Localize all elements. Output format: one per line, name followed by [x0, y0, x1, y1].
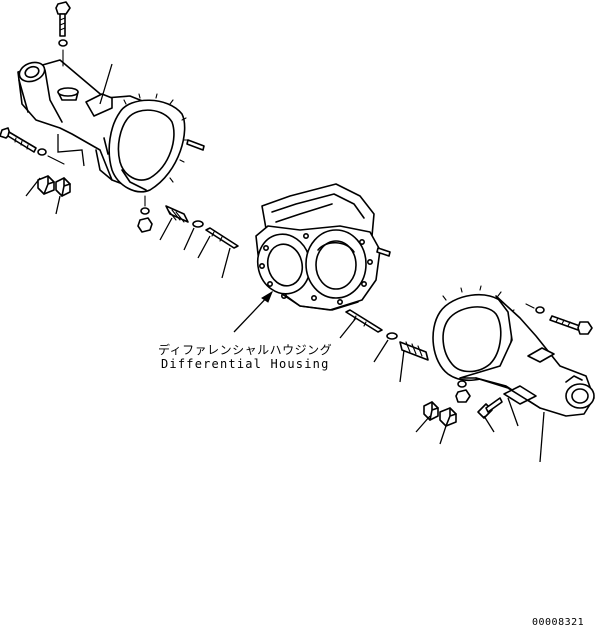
drain-washer — [140, 207, 150, 215]
right-axle-housing — [432, 285, 595, 417]
drawing-code: 00008321 — [532, 617, 585, 628]
right-bolt-axis — [525, 303, 535, 309]
right-drain-plug — [455, 389, 471, 403]
left-valve — [165, 205, 189, 223]
part-name-japanese: ディファレンシャルハウジング — [158, 343, 333, 357]
top-bolt — [55, 1, 71, 37]
differential-housing — [255, 183, 391, 311]
right-o-ring — [386, 332, 398, 340]
callout-arrowhead — [261, 290, 274, 303]
left-bracket-line — [57, 134, 85, 167]
left-bolt — [0, 127, 37, 153]
right-bolt-washer — [535, 306, 545, 314]
right-nut — [423, 401, 439, 421]
right-bolt — [549, 315, 593, 335]
right-valve — [399, 341, 429, 361]
right-leaders — [339, 317, 545, 463]
plate-screw — [477, 397, 503, 419]
left-rod — [205, 227, 239, 249]
right-drain-washer — [457, 380, 467, 388]
right-plug — [439, 407, 457, 427]
left-nut — [55, 177, 71, 197]
right-rod — [345, 309, 383, 333]
left-bolt-washer — [37, 148, 47, 156]
flange-pin — [186, 139, 205, 151]
top-washer — [58, 39, 68, 47]
part-name-english: Differential Housing — [161, 357, 330, 371]
left-bolt-axis — [47, 155, 65, 165]
drain-plug — [137, 217, 153, 233]
left-o-ring — [192, 220, 204, 228]
left-leaders — [25, 63, 231, 279]
left-plug — [37, 175, 55, 195]
left-axle-housing — [17, 59, 189, 193]
